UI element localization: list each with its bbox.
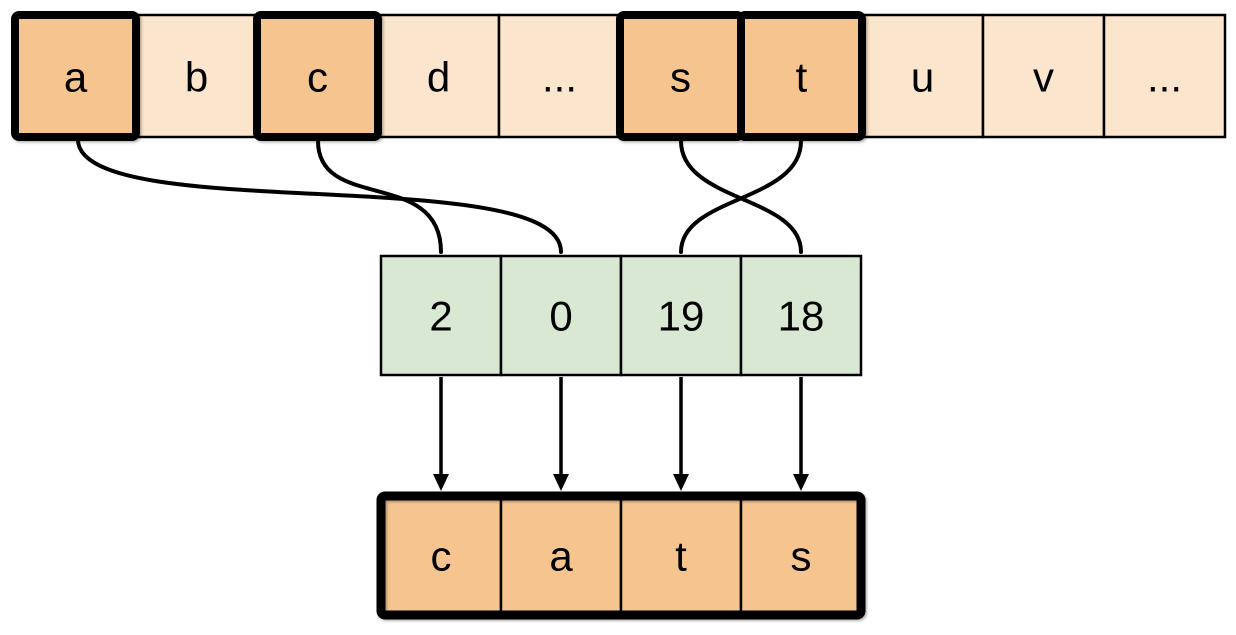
alphabet-cell-ellipsis-1 — [497, 13, 622, 139]
arrow-2-to-c — [433, 377, 449, 491]
arrow-0-to-a — [553, 377, 569, 491]
alphabet-label-ellipsis-1: ... — [542, 54, 577, 101]
alphabet-label-t: t — [796, 54, 808, 101]
index-label-2: 2 — [429, 293, 452, 340]
alphabet-cell-b — [134, 13, 259, 139]
connector-curve-c-to-2 — [316, 139, 443, 254]
alphabet-cell-t-highlighted — [737, 11, 866, 141]
output-array-border — [376, 491, 866, 620]
index-label-18: 18 — [778, 293, 825, 340]
alphabet-label-b: b — [185, 54, 208, 101]
output-label-s: s — [791, 533, 812, 580]
output-label-t: t — [675, 533, 687, 580]
arrow-19-to-t — [673, 377, 689, 491]
index-label-0: 0 — [549, 293, 572, 340]
output-label-a: a — [549, 533, 573, 580]
index-label-19: 19 — [658, 293, 705, 340]
connector-curve-t-to-19 — [679, 139, 803, 254]
alphabet-label-a: a — [64, 54, 88, 101]
output-label-c: c — [431, 533, 452, 580]
alphabet-cell-u — [860, 13, 985, 139]
alphabet-label-ellipsis-2: ... — [1147, 54, 1182, 101]
alphabet-label-u: u — [911, 54, 934, 101]
alphabet-label-s: s — [670, 54, 691, 101]
index-cell-0 — [499, 254, 623, 377]
alphabet-cell-c-highlighted — [253, 11, 382, 141]
arrow-18-to-s — [793, 377, 809, 491]
output-cell-t — [619, 494, 743, 617]
alphabet-cell-a-highlighted — [11, 11, 140, 141]
alphabet-cell-d — [376, 13, 501, 139]
alphabet-cell-v — [981, 13, 1106, 139]
index-cell-2 — [379, 254, 503, 377]
index-cell-18 — [739, 254, 863, 377]
connector-curve-a-to-0 — [76, 139, 563, 254]
index-cell-19 — [619, 254, 743, 377]
alphabet-label-c: c — [307, 54, 328, 101]
output-cell-a — [499, 494, 623, 617]
alphabet-cell-ellipsis-2 — [1102, 13, 1227, 139]
alphabet-label-v: v — [1033, 54, 1054, 101]
alphabet-label-d: d — [427, 54, 450, 101]
